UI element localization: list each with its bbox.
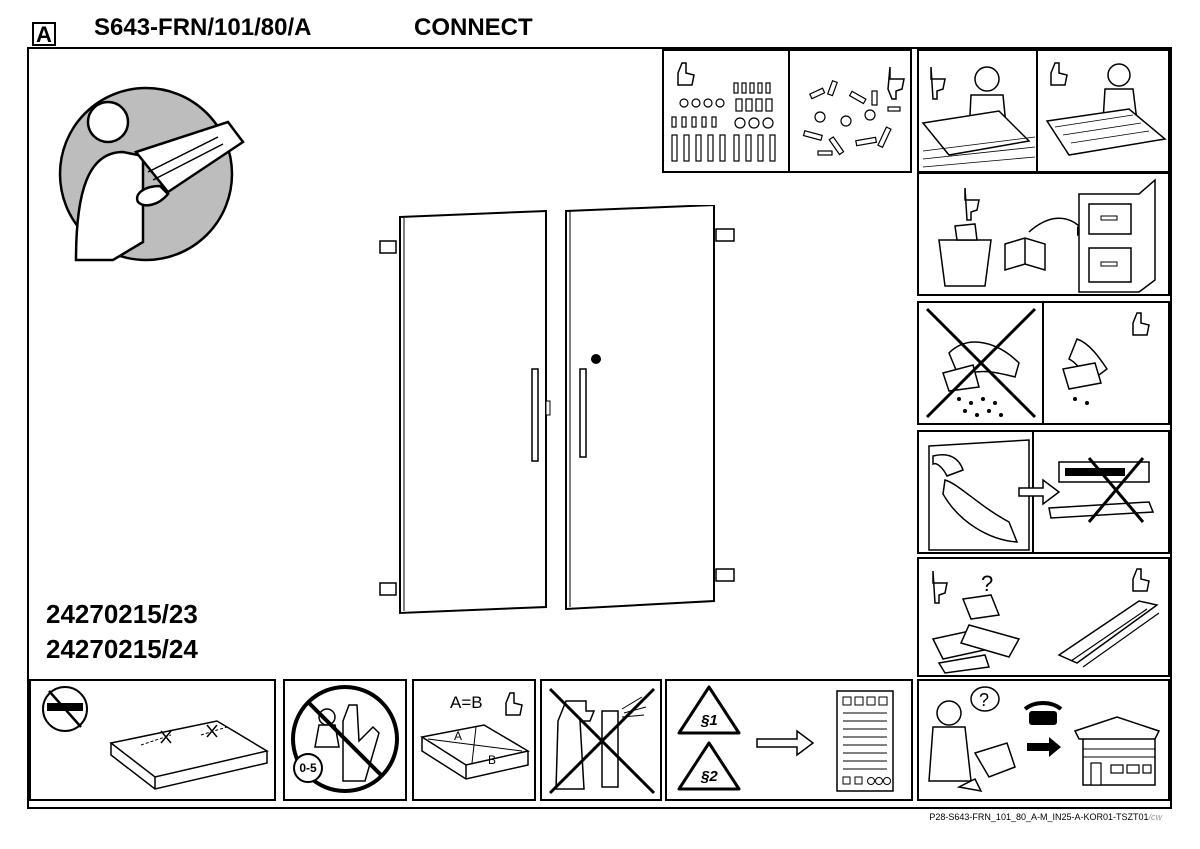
- thumbs-down-icon: [887, 66, 905, 100]
- no-chemicals-panel: [540, 679, 662, 801]
- regulations-panel: §1 §2: [665, 679, 913, 801]
- child-safety-panel: 0-5: [283, 679, 407, 801]
- regulation-2-label: §2: [701, 768, 718, 785]
- model-code: S643-FRN/101/80/A: [94, 14, 312, 41]
- sheet-label: A: [32, 22, 56, 46]
- floor-assembly-panel: [917, 49, 1170, 173]
- document-code-suffix: /cw: [1148, 812, 1163, 822]
- question-mark-icon: ?: [970, 686, 1000, 712]
- contact-store-panel: ?: [917, 679, 1170, 801]
- cross-out-icon: [48, 690, 82, 728]
- unpacking-panel: ?: [917, 557, 1170, 677]
- thumbs-up-icon: [1132, 568, 1150, 592]
- doors-illustration: [376, 205, 746, 615]
- thumbs-down-icon: [932, 570, 948, 604]
- peel-film-panel: [917, 430, 1170, 554]
- arrow-right-icon: [756, 729, 815, 757]
- equal-diagonals-panel: A=B A B: [412, 679, 536, 801]
- no-cutting-tools-panel: [29, 679, 276, 801]
- cross-out-icon: [548, 687, 656, 795]
- telephone-icon: [1023, 701, 1063, 725]
- thumbs-down-icon: [964, 187, 980, 221]
- person-reading-icon: [48, 82, 248, 262]
- hardware-parts-panel-bad: [788, 49, 912, 173]
- cross-out-icon: [1087, 457, 1145, 523]
- age-range-badge: 0-5: [293, 753, 323, 783]
- diagonal-a-label: A: [454, 729, 463, 743]
- svg-text:?: ?: [979, 690, 989, 710]
- regulation-1-label: §1: [701, 712, 718, 729]
- keep-instructions-panel: [917, 172, 1170, 296]
- hardware-parts-panel-good: [662, 49, 790, 173]
- series-name: CONNECT: [414, 14, 533, 41]
- cleaning-panel: [917, 301, 1170, 425]
- thumbs-down-icon: [930, 66, 946, 100]
- thumbs-up-icon: [505, 692, 523, 716]
- question-mark-icon: ?: [981, 571, 993, 596]
- cross-out-icon: [925, 307, 1037, 419]
- document-code-main: P28-S643-FRN_101_80_A-M_IN25-A-KOR01-TSZ…: [929, 812, 1149, 822]
- document-code: P28-S643-FRN_101_80_A-M_IN25-A-KOR01-TSZ…: [929, 812, 1162, 822]
- thumbs-up-icon: [677, 62, 695, 86]
- arrow-right-icon: [1027, 737, 1061, 757]
- product-code-1: 24270215/23: [46, 599, 198, 629]
- product-code-2: 24270215/24: [46, 634, 198, 664]
- diagonal-b-label: B: [488, 753, 497, 767]
- thumbs-up-icon: [1050, 62, 1068, 86]
- equal-length-label: A=B: [450, 693, 483, 712]
- thumbs-up-icon: [1132, 312, 1150, 336]
